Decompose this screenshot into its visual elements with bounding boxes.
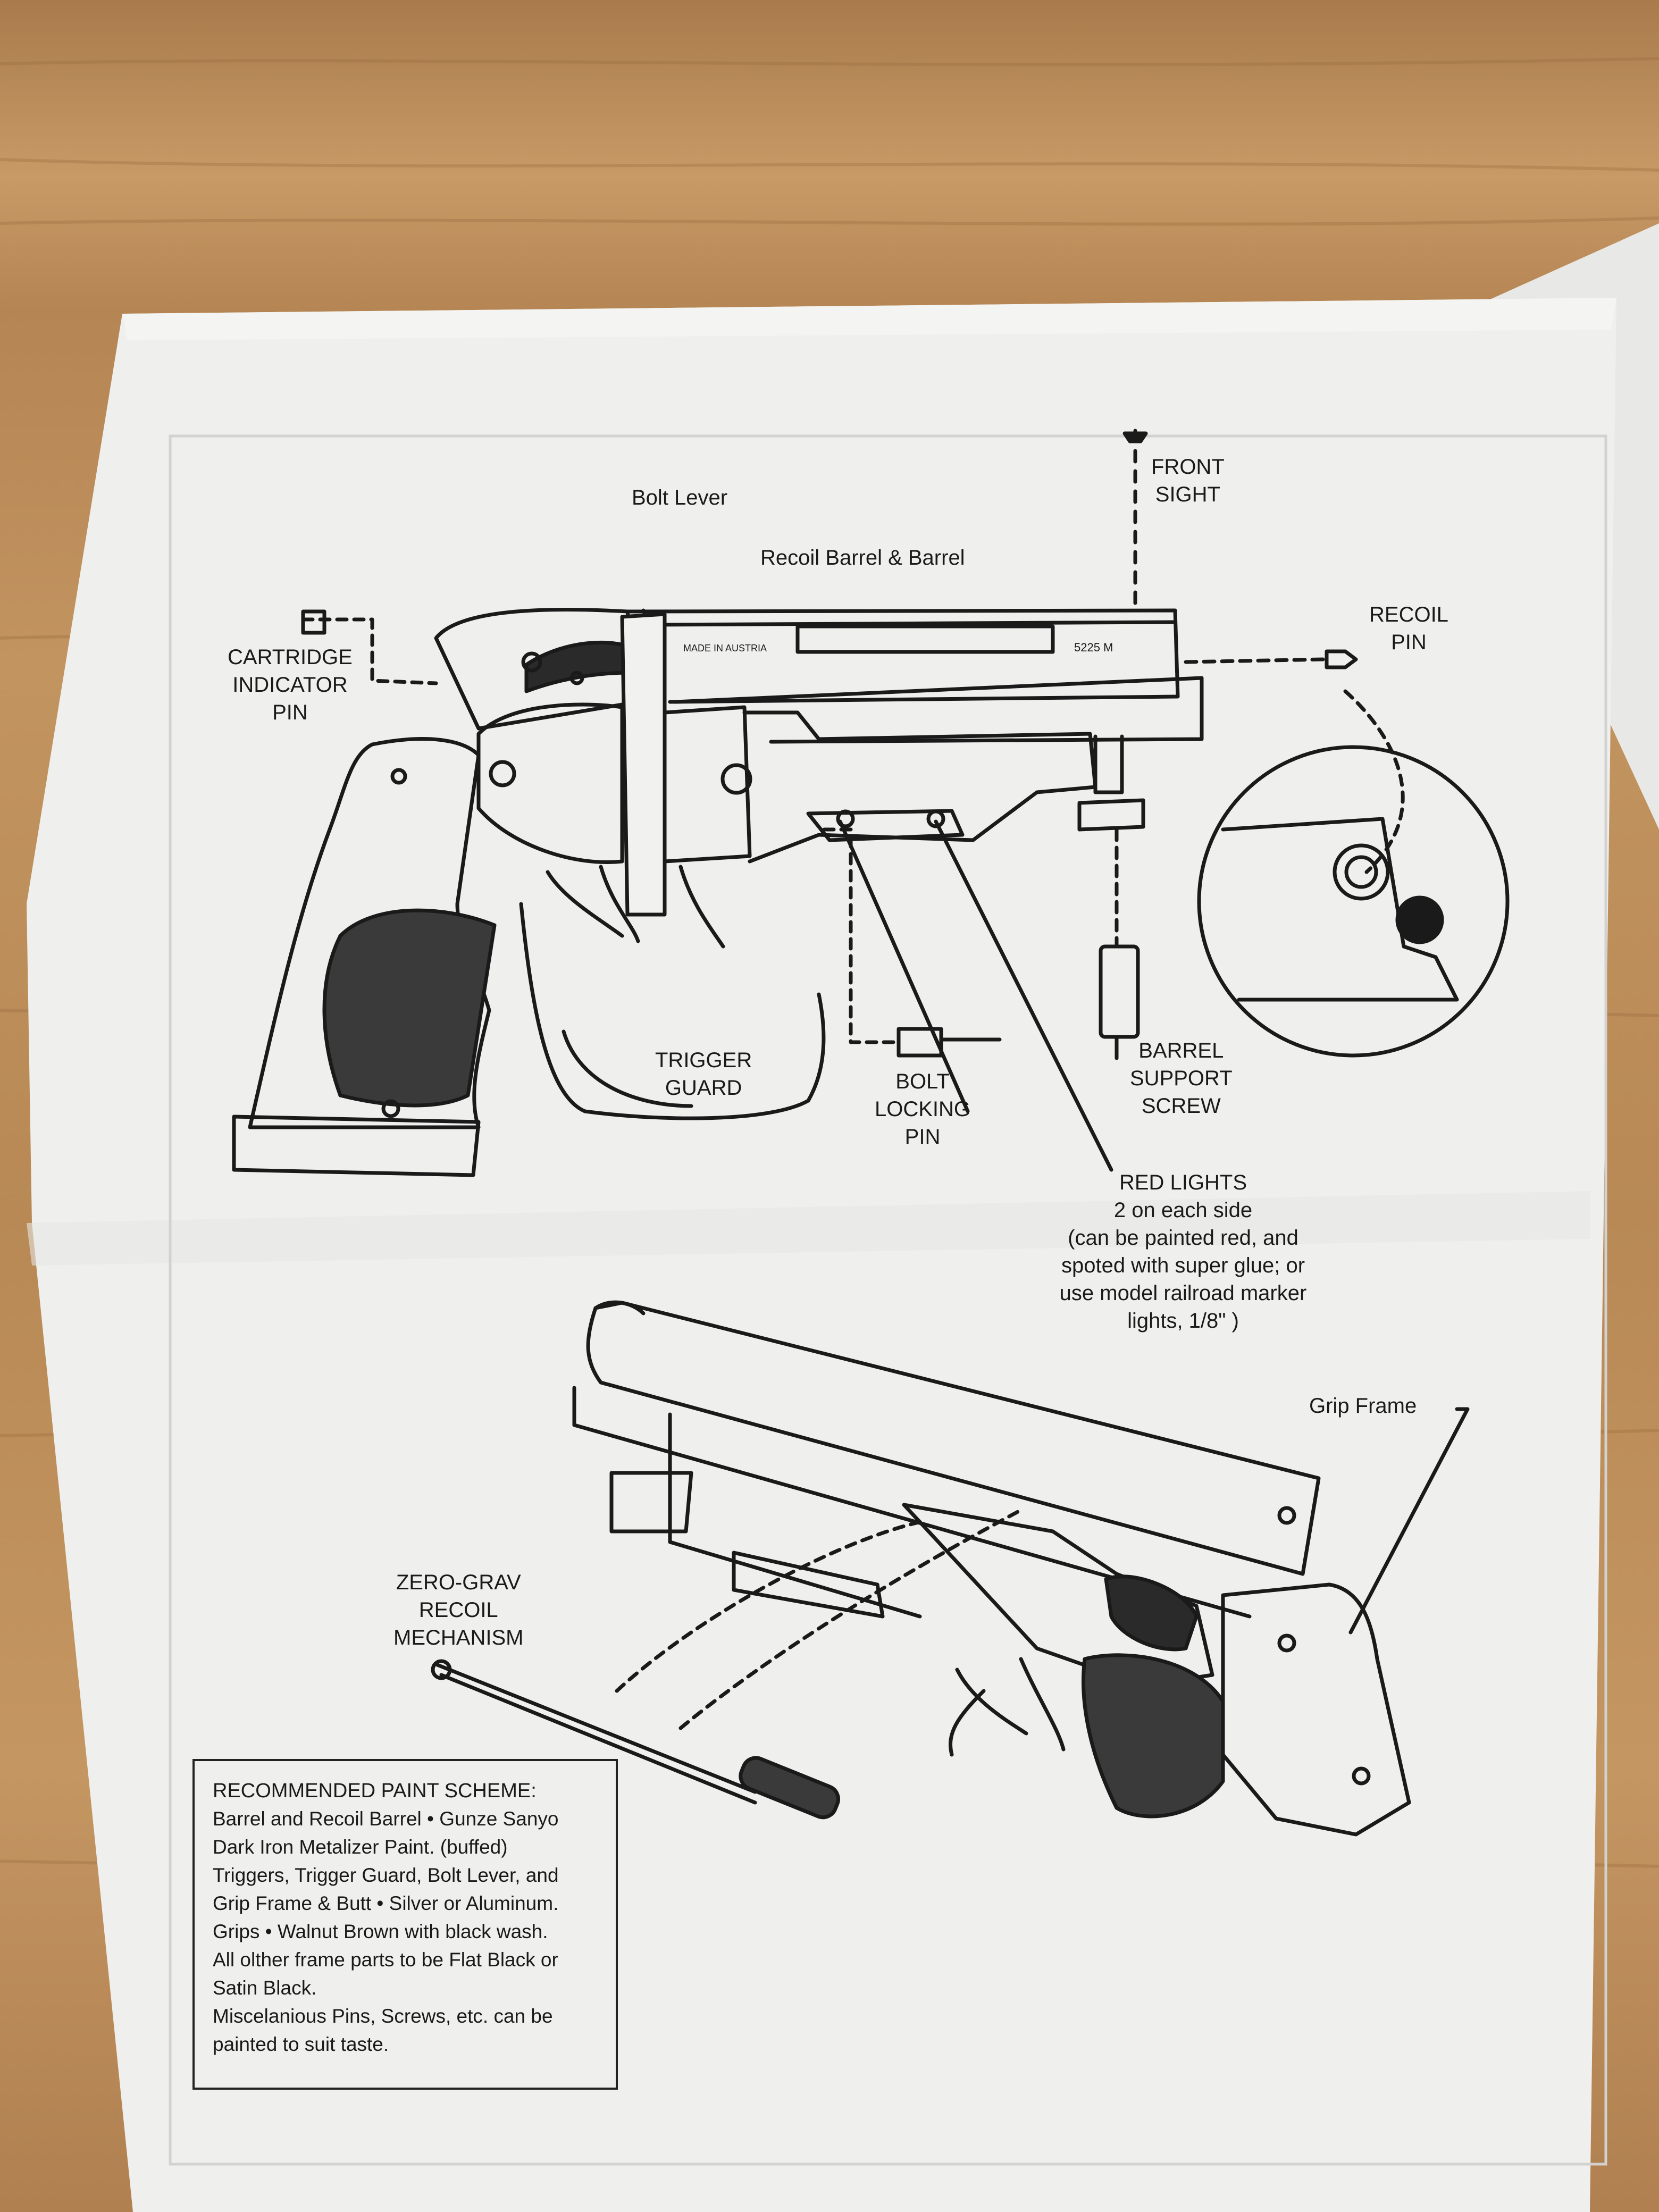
zero-grav-recoil-label: ZERO-GRAV RECOIL MECHANISM: [393, 1569, 523, 1652]
recoil-pin-label: RECOIL PIN: [1369, 601, 1448, 656]
red-lights-line-1: RED LIGHTS: [1119, 1171, 1247, 1194]
barrel-support-line-2: SUPPORT: [1130, 1067, 1233, 1090]
grip-frame-label: Grip Frame: [1309, 1394, 1417, 1418]
barrel-support-line-1: BARREL: [1138, 1039, 1224, 1062]
zero-grav-line-2: RECOIL: [418, 1598, 498, 1622]
front-sight-label: FRONT SIGHT: [1151, 453, 1225, 508]
serial-stamp: 5225 M: [1074, 641, 1113, 654]
trigger-guard-line-2: GUARD: [665, 1076, 742, 1100]
bolt-lever-label: Bolt Lever: [632, 486, 728, 509]
red-lights-label: RED LIGHTS 2 on each side (can be painte…: [1013, 1169, 1353, 1335]
recoil-pin-line-2: PIN: [1391, 631, 1427, 654]
paint-scheme-line: Satin Black.: [213, 1977, 317, 1999]
bolt-locking-pin-label: BOLT LOCKING PIN: [875, 1068, 970, 1151]
trigger-guard-line-1: TRIGGER: [655, 1049, 752, 1072]
paint-scheme-line: Grips • Walnut Brown with black wash.: [213, 1921, 548, 1942]
bolt-locking-line-2: LOCKING: [875, 1097, 971, 1121]
barrel-support-screw-label: BARREL SUPPORT SCREW: [1130, 1037, 1233, 1120]
red-lights-line-6: lights, 1/8" ): [1127, 1309, 1239, 1333]
gun-side-view-illustration: [232, 429, 1510, 1177]
paint-scheme-box: RECOMMENDED PAINT SCHEME: Barrel and Rec…: [192, 1759, 618, 2090]
cartridge-line-2: INDICATOR: [232, 673, 348, 697]
red-lights-line-5: use model railroad marker: [1059, 1281, 1307, 1305]
cartridge-line-1: CARTRIDGE: [228, 646, 353, 669]
paint-scheme-line: Triggers, Trigger Guard, Bolt Lever, and: [213, 1864, 559, 1886]
front-sight-line-1: FRONT: [1151, 455, 1225, 479]
recoil-pin-line-1: RECOIL: [1369, 603, 1448, 626]
barrel-support-line-3: SCREW: [1141, 1094, 1221, 1118]
trigger-guard-label: TRIGGER GUARD: [655, 1046, 752, 1102]
paint-scheme-line: Barrel and Recoil Barrel • Gunze Sanyo: [213, 1808, 559, 1830]
paint-scheme-title: RECOMMENDED PAINT SCHEME:: [213, 1780, 537, 1802]
red-lights-line-3: (can be painted red, and: [1068, 1226, 1298, 1250]
paint-scheme-line: painted to suit taste.: [213, 2033, 389, 2055]
paint-scheme-line: All olther frame parts to be Flat Black …: [213, 1949, 558, 1971]
paint-scheme-line: Grip Frame & Butt • Silver or Aluminum.: [213, 1892, 559, 1914]
gun-three-quarter-view-illustration: [431, 1300, 1470, 1837]
front-sight-line-2: SIGHT: [1155, 483, 1220, 506]
zero-grav-line-3: MECHANISM: [393, 1626, 524, 1649]
recoil-barrel-label: Recoil Barrel & Barrel: [760, 546, 965, 569]
zero-grav-line-1: ZERO-GRAV: [396, 1571, 521, 1594]
red-lights-line-4: spoted with super glue; or: [1061, 1254, 1305, 1277]
bolt-locking-line-1: BOLT: [895, 1070, 950, 1093]
cartridge-indicator-pin-label: CARTRIDGE INDICATOR PIN: [228, 643, 353, 726]
bolt-locking-line-3: PIN: [904, 1125, 941, 1149]
paint-scheme-line: Dark Iron Metalizer Paint. (buffed): [213, 1836, 508, 1858]
paint-scheme-line: Miscelanious Pins, Screws, etc. can be: [213, 2005, 553, 2027]
red-lights-line-2: 2 on each side: [1113, 1199, 1253, 1222]
cartridge-line-3: PIN: [272, 701, 308, 724]
made-in-stamp: MADE IN AUSTRIA: [683, 643, 767, 653]
